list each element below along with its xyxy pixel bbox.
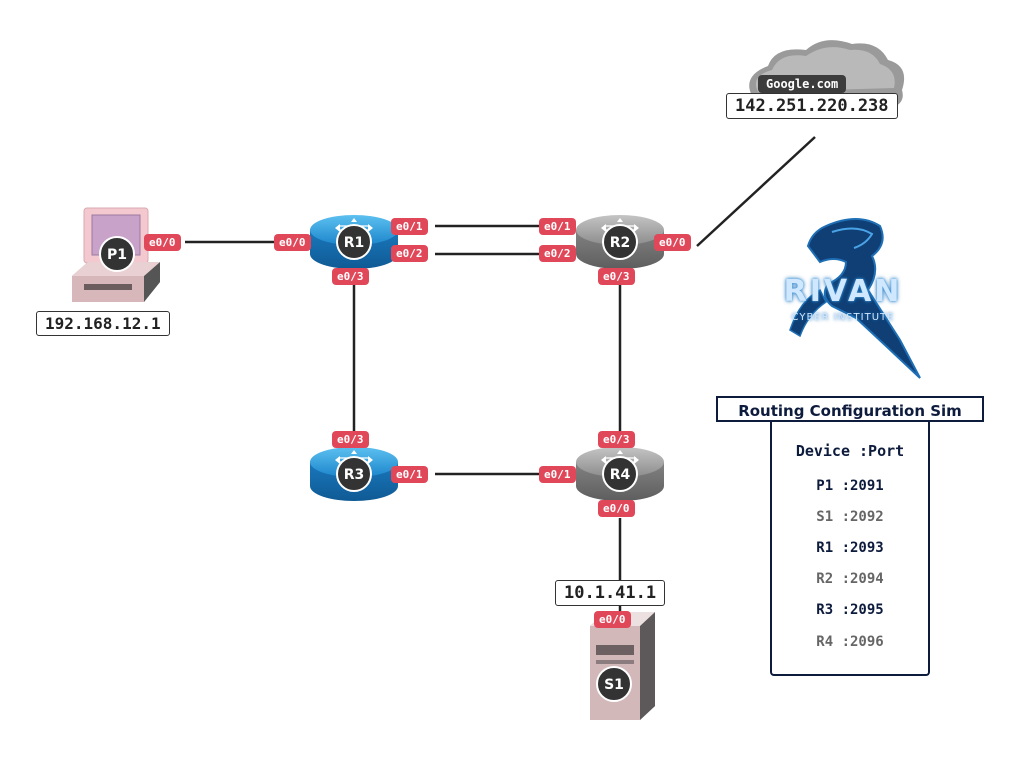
table-row: S1 :2092	[816, 509, 884, 525]
port-r2-e02: e0/2	[539, 245, 576, 262]
sim-title: Routing Configuration Sim	[716, 396, 984, 422]
server-icon	[590, 612, 655, 720]
rivan-logo-subtext: CYBER INSTITUTE	[791, 312, 895, 323]
badge-r2-text: R2	[610, 235, 631, 251]
table-row: R4 :2096	[816, 634, 884, 650]
badge-r2: R2	[602, 224, 638, 260]
port-r1-e00: e0/0	[274, 234, 311, 251]
port-r1-e03: e0/3	[332, 268, 369, 285]
badge-r3-text: R3	[344, 467, 365, 483]
cloud-name-tag: Google.com	[758, 75, 847, 93]
table-row: R2 :2094	[816, 571, 884, 587]
badge-s1: S1	[596, 666, 632, 702]
port-r4-e01: e0/1	[539, 466, 576, 483]
port-r3-e01: e0/1	[391, 466, 428, 483]
table-row: P1 :2091	[816, 478, 884, 494]
port-r3-e03: e0/3	[332, 431, 369, 448]
badge-p1: P1	[99, 236, 135, 272]
port-r4-e00: e0/0	[598, 500, 635, 517]
port-s1-e00: e0/0	[594, 611, 631, 628]
port-r1-e02: e0/2	[391, 245, 428, 262]
badge-r3: R3	[336, 456, 372, 492]
table-row: R3 :2095	[816, 602, 884, 618]
p1-ip-label: 192.168.12.1	[36, 311, 170, 336]
port-r2-e03: e0/3	[598, 268, 635, 285]
table-header: Device :Port	[795, 442, 905, 460]
table-row: R1 :2093	[816, 540, 884, 556]
cloud-ip-label: 142.251.220.238	[726, 93, 898, 119]
rivan-logo-icon	[789, 218, 921, 379]
badge-s1-text: S1	[604, 677, 624, 693]
port-r1-e01: e0/1	[391, 218, 428, 235]
port-r2-e00: e0/0	[654, 234, 691, 251]
links	[185, 136, 816, 615]
port-p1-e00: e0/0	[144, 234, 181, 251]
badge-r1-text: R1	[344, 235, 365, 251]
rivan-logo-text: RIVAN	[783, 274, 903, 309]
badge-p1-text: P1	[107, 247, 127, 263]
badge-r4-text: R4	[610, 467, 631, 483]
device-port-table: Device :Port P1 :2091 S1 :2092 R1 :2093 …	[770, 422, 930, 676]
link-r2-cloud	[696, 136, 816, 247]
s1-ip-label: 10.1.41.1	[555, 580, 666, 606]
port-r2-e01: e0/1	[539, 218, 576, 235]
badge-r1: R1	[336, 224, 372, 260]
port-r4-e03: e0/3	[598, 431, 635, 448]
badge-r4: R4	[602, 456, 638, 492]
